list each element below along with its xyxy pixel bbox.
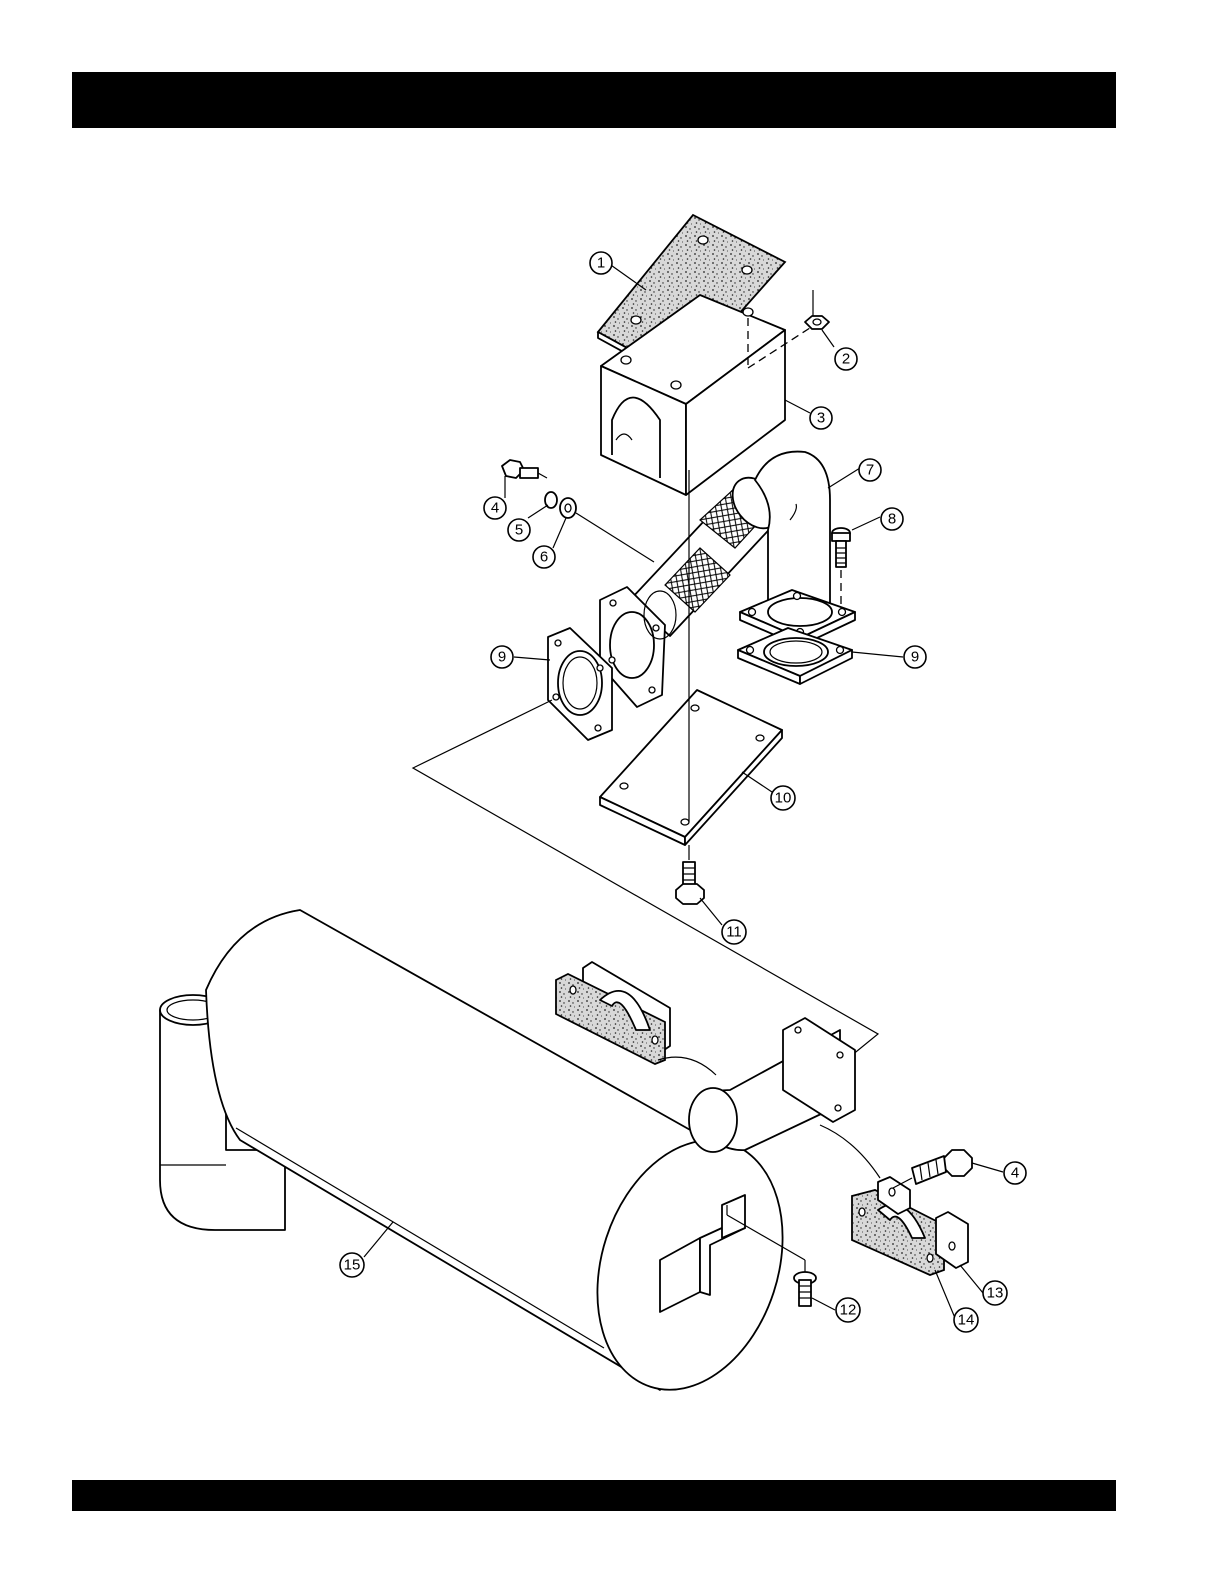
svg-text:2: 2: [842, 351, 850, 368]
callout-5: 5: [508, 519, 530, 541]
muffler: [160, 910, 880, 1414]
svg-text:14: 14: [958, 1312, 975, 1329]
callout-14: 14: [954, 1308, 978, 1332]
svg-text:7: 7: [866, 462, 874, 479]
bolt-lower: [893, 1150, 972, 1188]
callout-4-lower: 4: [1004, 1162, 1026, 1184]
callout-15: 15: [340, 1253, 364, 1277]
callout-4-upper: 4: [484, 497, 506, 519]
svg-text:10: 10: [775, 790, 792, 807]
bolt-upper: [502, 460, 547, 478]
svg-text:15: 15: [344, 1257, 361, 1274]
svg-text:3: 3: [817, 410, 825, 427]
svg-text:5: 5: [515, 522, 523, 539]
callout-9-right: 9: [904, 646, 926, 668]
svg-text:4: 4: [491, 500, 499, 517]
hex-nut: [805, 290, 829, 329]
callout-11: 11: [722, 920, 746, 944]
gasket-right: [738, 628, 852, 684]
callout-1: 1: [590, 252, 612, 274]
callout-7: 7: [859, 459, 881, 481]
svg-text:4: 4: [1011, 1165, 1019, 1182]
callout-9-left: 9: [491, 646, 513, 668]
bolt-part-11: [676, 862, 704, 904]
bolt-part-8: [832, 528, 850, 605]
callout-12: 12: [836, 1298, 860, 1322]
svg-text:11: 11: [726, 924, 742, 941]
svg-text:6: 6: [540, 549, 548, 566]
callout-13: 13: [983, 1281, 1007, 1305]
callout-10: 10: [771, 786, 795, 810]
flat-washer: [560, 498, 654, 562]
svg-text:12: 12: [840, 1302, 857, 1319]
callout-8: 8: [881, 508, 903, 530]
svg-text:13: 13: [987, 1285, 1004, 1302]
callout-6: 6: [533, 546, 555, 568]
bottom-plate: [600, 690, 782, 845]
callout-2: 2: [835, 348, 857, 370]
svg-text:9: 9: [498, 649, 506, 666]
svg-text:1: 1: [597, 255, 605, 272]
svg-text:9: 9: [911, 649, 919, 666]
callout-3: 3: [810, 407, 832, 429]
svg-text:8: 8: [888, 511, 896, 528]
